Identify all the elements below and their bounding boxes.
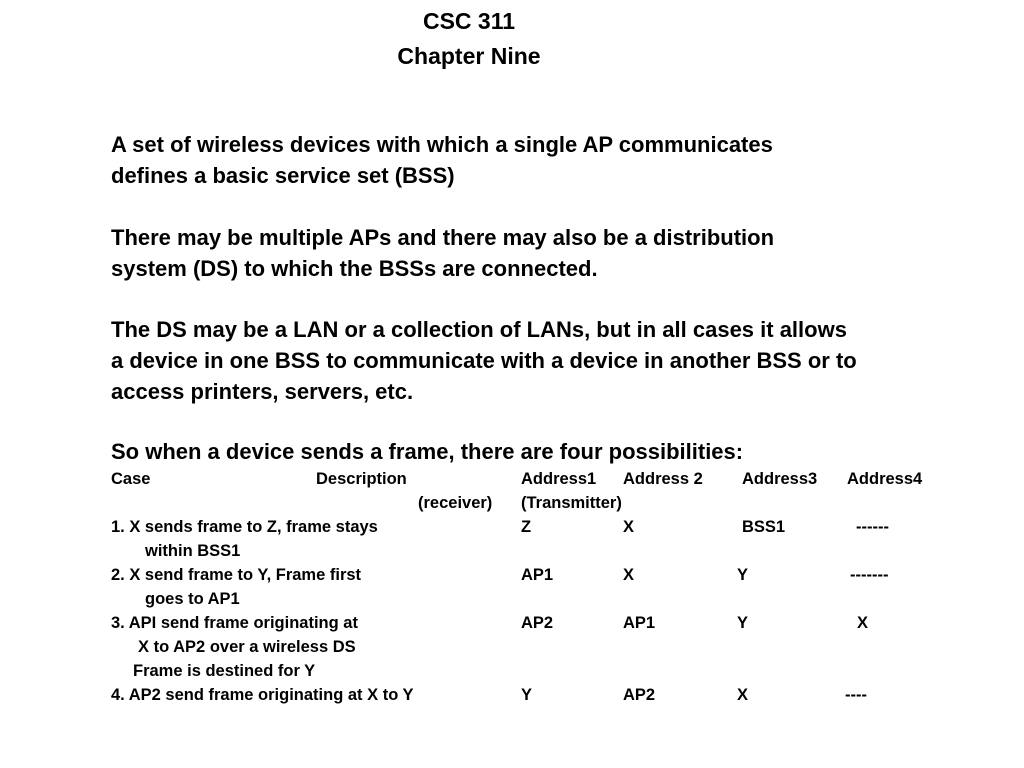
paragraph-line: A set of wireless devices with which a s… (111, 132, 773, 157)
slide-title: CSC 311 (422, 8, 516, 34)
row-address3: BSS1 (742, 518, 786, 536)
row-address2: X (623, 518, 635, 536)
paragraph-bss-definition: A set of wireless devices with which a s… (111, 129, 1011, 191)
row-description: goes to AP1 (145, 590, 240, 608)
row-description: 4. AP2 send frame originating at X to Y (111, 686, 414, 704)
header-receiver: (receiver) (418, 494, 493, 512)
row-address4: ------ (856, 518, 889, 536)
paragraph-distribution-system: There may be multiple APs and there may … (111, 222, 1011, 284)
paragraph-line: defines a basic service set (BSS) (111, 163, 455, 188)
paragraph-four-possibilities: So when a device sends a frame, there ar… (111, 436, 1011, 467)
header-case: Case (111, 470, 151, 488)
row-address3: Y (737, 614, 749, 632)
row-address1: Y (521, 686, 533, 704)
row-address1: AP2 (521, 614, 554, 632)
paragraph-line: system (DS) to which the BSSs are connec… (111, 256, 598, 281)
header-transmitter: (Transmitter) (521, 494, 622, 512)
row-address4: ------- (850, 566, 889, 584)
row-description: X to AP2 over a wireless DS (138, 638, 356, 656)
row-description: 1. X sends frame to Z, frame stays (111, 518, 378, 536)
paragraph-line: There may be multiple APs and there may … (111, 225, 775, 250)
row-address3: Y (737, 566, 749, 584)
row-address1: Z (521, 518, 532, 536)
header-address1: Address1 (521, 470, 597, 488)
row-address2: X (623, 566, 635, 584)
header-address4: Address4 (847, 470, 923, 488)
row-address2: AP1 (623, 614, 656, 632)
row-address2: AP2 (623, 686, 656, 704)
row-description: 2. X send frame to Y, Frame first (111, 566, 362, 584)
header-address2: Address 2 (623, 470, 703, 488)
row-description: within BSS1 (145, 542, 241, 560)
row-description: 3. API send frame originating at (111, 614, 358, 632)
row-address4: ---- (845, 686, 867, 704)
paragraph-line: a device in one BSS to communicate with … (111, 348, 857, 373)
paragraph-line: So when a device sends a frame, there ar… (111, 439, 744, 464)
row-address4: X (857, 614, 869, 632)
row-address1: AP1 (521, 566, 554, 584)
paragraph-line: access printers, servers, etc. (111, 379, 414, 404)
row-description: Frame is destined for Y (133, 662, 316, 680)
row-address3: X (737, 686, 749, 704)
header-description: Description (316, 470, 407, 488)
header-address3: Address3 (742, 470, 818, 488)
paragraph-ds-lan: The DS may be a LAN or a collection of L… (111, 314, 1011, 407)
paragraph-line: The DS may be a LAN or a collection of L… (111, 317, 847, 342)
slide-subtitle: Chapter Nine (397, 43, 541, 69)
